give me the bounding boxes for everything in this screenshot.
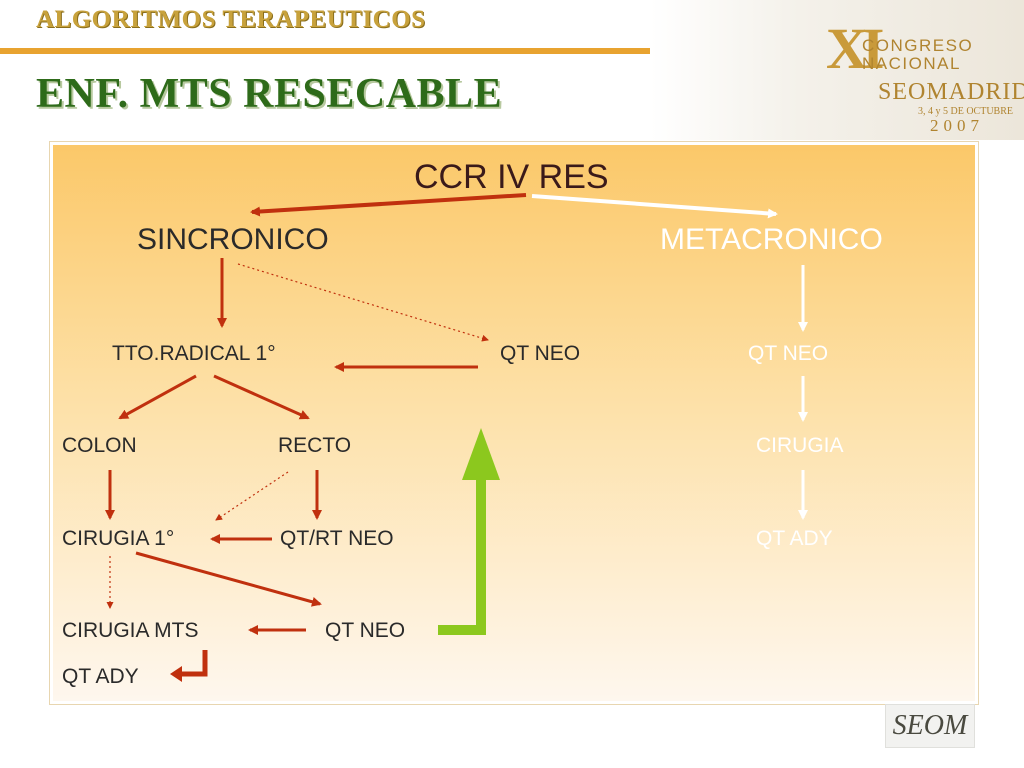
node-cirugia-1: CIRUGIA 1° <box>62 527 175 550</box>
node-metacronico: METACRONICO <box>660 223 883 256</box>
node-qt-rt-neo: QT/RT NEO <box>280 527 394 550</box>
arrow-cirugia1-to-qtneo <box>135 551 322 607</box>
green-loop-arrow-head <box>462 428 500 480</box>
node-qt-ady-bottom: QT ADY <box>62 665 139 688</box>
section-heading: ALGORITMOS TERAPEUTICOS <box>36 6 426 33</box>
node-ccr-iv-res: CCR IV RES <box>414 158 609 196</box>
arrow-elbow-head <box>170 666 182 682</box>
seom-footer-logo: SEOM <box>885 704 975 748</box>
arrow-root-to-sincronico <box>250 193 527 217</box>
logo-nacional-text: NACIONAL <box>862 54 961 73</box>
node-colon: COLON <box>62 434 137 457</box>
arrow-recto-to-cirugia1-dotted <box>215 471 289 521</box>
arrow-sincronico-to-qtneo-dotted <box>237 263 489 342</box>
node-tto-radical: TTO.RADICAL 1° <box>112 342 276 365</box>
arrow-tto-to-colon <box>118 374 197 420</box>
node-qt-neo-center: QT NEO <box>500 342 581 365</box>
node-recto: RECTO <box>278 434 352 457</box>
arrow-elbow-to-qtady <box>178 650 208 677</box>
congress-logo <box>650 0 1024 140</box>
slide-title: ENF. MTS RESECABLE <box>36 71 503 117</box>
node-sincronico: SINCRONICO <box>137 223 329 256</box>
node-qt-neo-bottom: QT NEO <box>325 619 406 642</box>
diagram-panel <box>50 142 978 704</box>
logo-dates-text: 3, 4 y 5 DE OCTUBRE <box>918 106 1013 117</box>
logo-year-text: 2007 <box>930 116 984 135</box>
logo-roman-numeral: XI <box>826 16 885 81</box>
arrow-root-to-metacronico <box>531 194 778 219</box>
header-accent-bar <box>0 48 822 54</box>
node-cirugia-right: CIRUGIA <box>756 434 844 457</box>
arrow-tto-to-recto <box>213 374 310 420</box>
logo-seom-text: SEOMADRID <box>878 79 1024 105</box>
node-qt-ady-right: QT ADY <box>756 527 833 550</box>
green-loop-arrow <box>438 478 486 635</box>
node-qt-neo-right: QT NEO <box>748 342 829 365</box>
node-cirugia-mts: CIRUGIA MTS <box>62 619 199 642</box>
logo-congreso-text: CONGRESO <box>862 36 974 55</box>
